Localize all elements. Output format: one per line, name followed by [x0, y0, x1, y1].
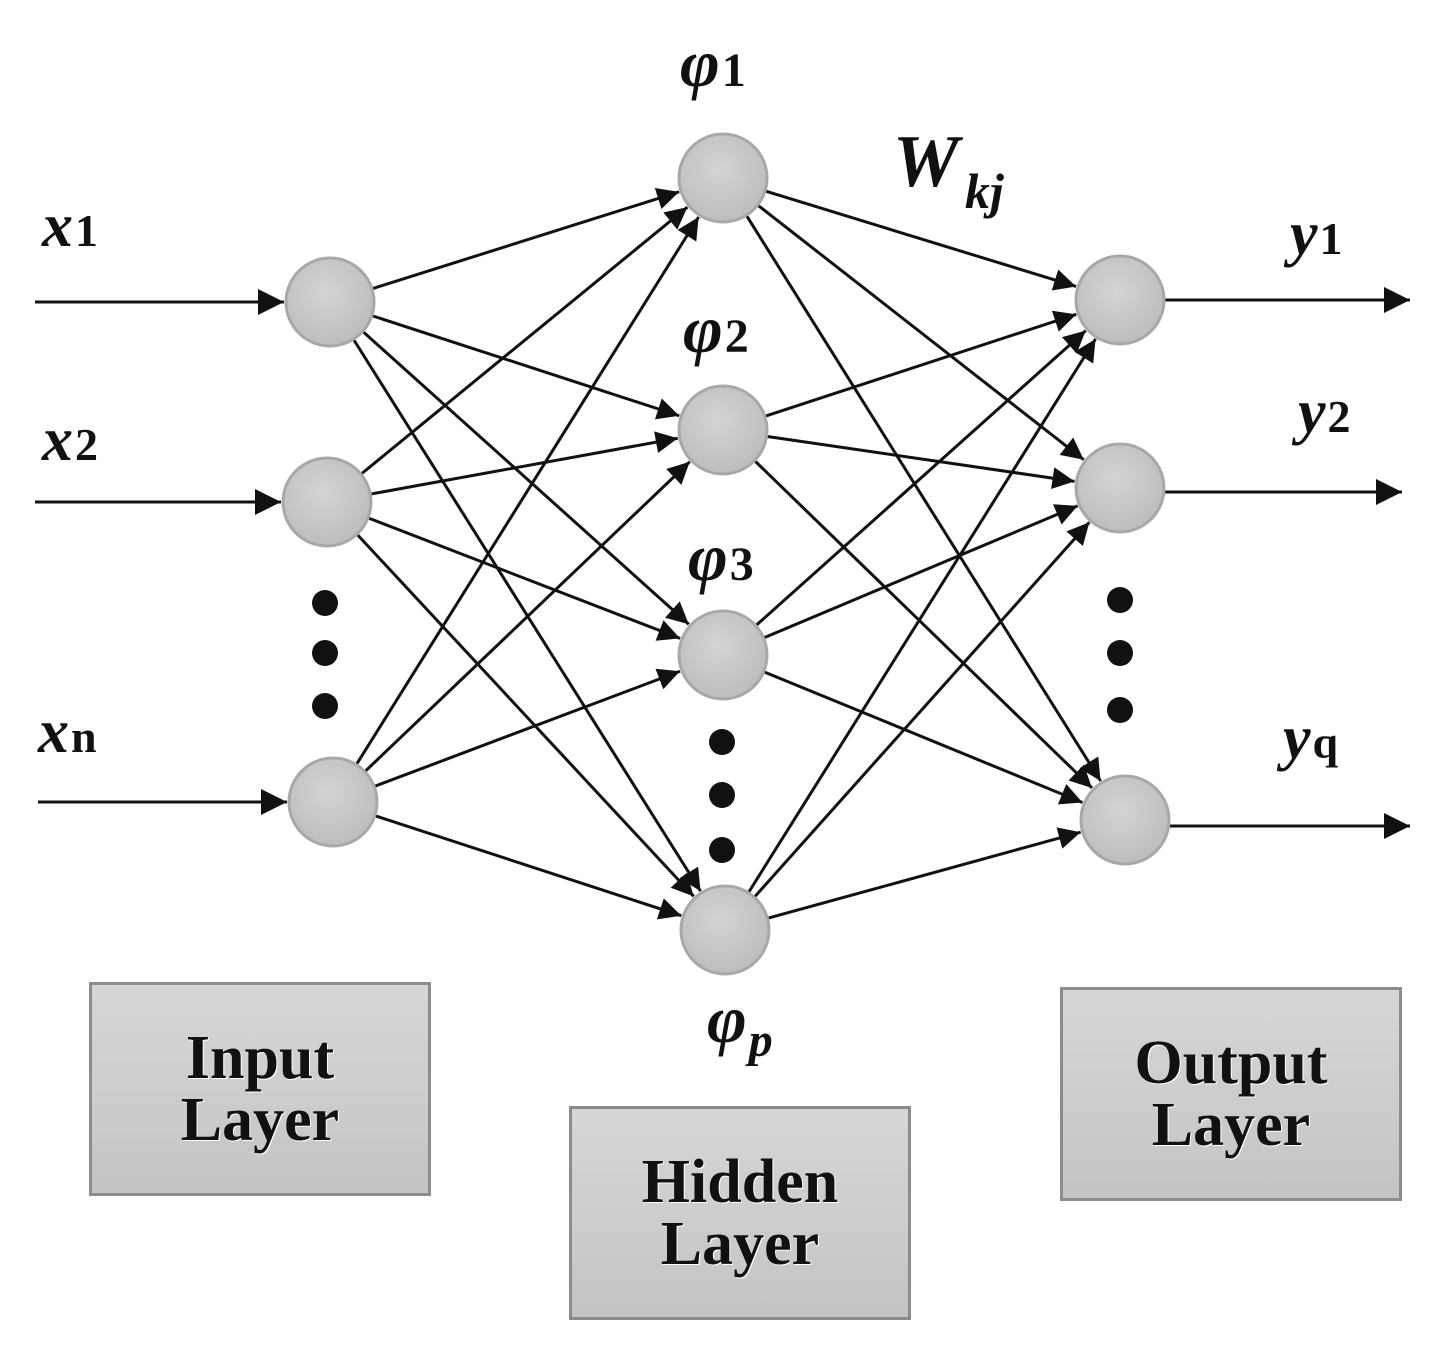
hidden-layer-box: Hidden Layer: [569, 1106, 911, 1320]
edge-hidden1-output1: [764, 189, 1077, 291]
edge-hidden1-output2: [756, 203, 1085, 461]
edge-input1-hidden2: [371, 314, 680, 420]
input-label-x1: x1: [41, 192, 98, 260]
output-ellipsis-dot-3: [1107, 697, 1133, 723]
output-node-1: [1074, 254, 1166, 346]
output-layer-line1: Output: [1134, 1029, 1328, 1097]
edge-input1-hidden1: [371, 187, 680, 291]
input-ellipsis-dot-3: [312, 693, 338, 719]
edge-hidden1-output3: [745, 214, 1102, 782]
io-arrows: [35, 287, 1410, 839]
output-node-3: [1079, 774, 1171, 866]
hidden-node-1: [677, 132, 769, 224]
edge-input1-hidden3: [361, 330, 690, 626]
hidden-ellipsis-dot-1: [709, 729, 735, 755]
output-ellipsis-dot-1: [1107, 587, 1133, 613]
input-node-1: [284, 256, 376, 348]
output-node-2: [1074, 442, 1166, 534]
ellipsis-dots: [312, 587, 1133, 863]
input-label-xn: xn: [37, 698, 97, 766]
connection-edges: [352, 187, 1102, 920]
edge-input3-hidden1: [355, 216, 700, 766]
hidden-label-phi1: φ1: [680, 25, 746, 101]
edge-input3-hidden3: [373, 668, 681, 788]
output-layer-box: Output Layer: [1060, 987, 1402, 1201]
edge-input2-hidden2: [370, 431, 679, 496]
input-ellipsis-dot-1: [312, 590, 338, 616]
input-ellipsis-dot-2: [312, 640, 338, 666]
hidden-node-2: [677, 384, 769, 476]
neuron-nodes: [281, 132, 1171, 976]
output-label-y1: y1: [1283, 200, 1343, 268]
edge-hidden4-output3: [767, 827, 1082, 920]
output-label-y2: y2: [1291, 378, 1351, 446]
edge-hidden2-output1: [764, 310, 1077, 418]
hidden-layer-line2: Layer: [660, 1210, 820, 1278]
hidden-ellipsis-dot-2: [709, 782, 735, 808]
input-layer-line1: Input: [185, 1024, 335, 1092]
edge-hidden3-output1: [754, 329, 1087, 627]
edge-hidden3-output3: [763, 670, 1084, 805]
hidden-layer-line1: Hidden: [641, 1148, 839, 1216]
edge-hidden3-output2: [762, 504, 1079, 640]
output-label-yq: yq: [1276, 704, 1339, 772]
edge-hidden4-output1: [747, 338, 1097, 894]
edge-hidden4-output2: [753, 521, 1091, 899]
hidden-node-3: [677, 609, 769, 701]
input-label-x2: x2: [41, 406, 98, 474]
edge-input2-hidden1: [360, 205, 689, 476]
hidden-ellipsis-dot-3: [709, 837, 735, 863]
hidden-label-phi2: φ2: [683, 291, 749, 367]
hidden-label-phip: φp: [707, 981, 773, 1067]
edge-hidden2-output3: [753, 459, 1094, 790]
hidden-node-4: [679, 884, 771, 976]
output-layer-line2: Layer: [1151, 1091, 1311, 1159]
input-node-3: [287, 756, 379, 848]
edge-input2-hidden3: [367, 516, 681, 641]
input-layer-box: Input Layer: [89, 982, 431, 1196]
edge-input3-hidden4: [374, 814, 682, 920]
edge-input2-hidden4: [355, 533, 695, 898]
input-layer-line2: Layer: [180, 1086, 340, 1154]
edge-hidden2-output2: [766, 434, 1075, 490]
output-ellipsis-dot-2: [1107, 640, 1133, 666]
hidden-label-phi3: φ3: [688, 519, 754, 595]
edge-input3-hidden2: [363, 460, 691, 773]
input-node-2: [281, 456, 373, 548]
